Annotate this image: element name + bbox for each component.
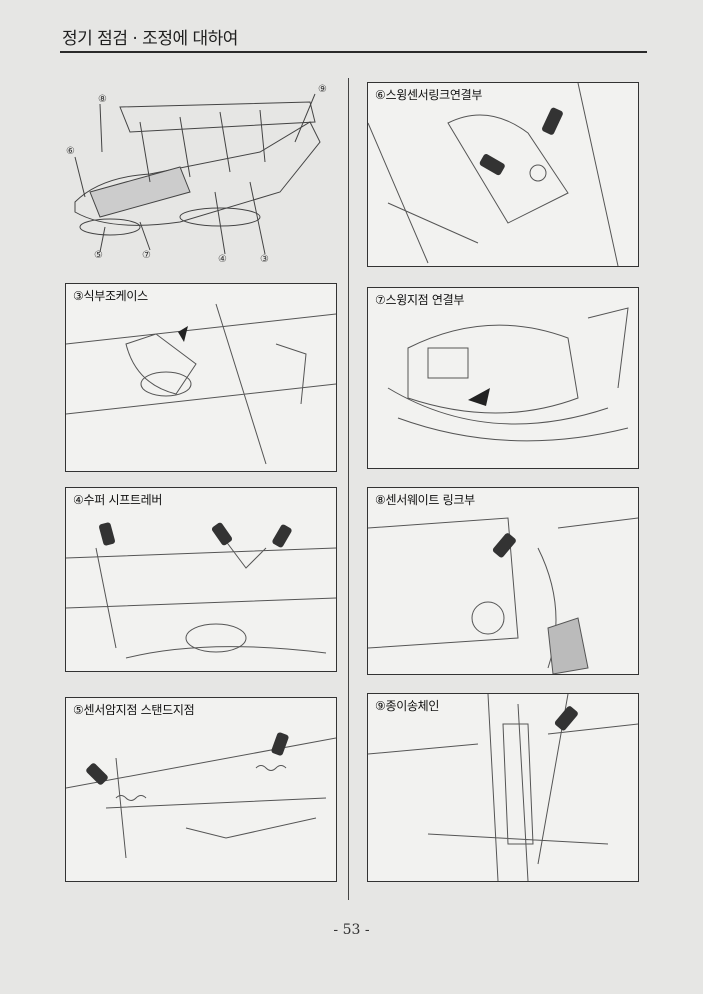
callout-label: ④ [218, 254, 227, 265]
mechanism-illustration [368, 83, 619, 266]
header-rule [60, 51, 647, 53]
mechanism-illustration [66, 303, 336, 465]
mechanism-illustration [66, 732, 336, 859]
panel-swing-sensor-link: ⑥스윙센서링크연결부 [367, 82, 639, 267]
panel-caption: ⑨종이송체인 [373, 697, 442, 714]
callout-label: ⑤ [94, 250, 103, 261]
callout-label: ⑥ [66, 146, 75, 157]
mechanism-illustration [368, 517, 638, 674]
panel-sensor-arm-pivot: ⑤센서암지점 스탠드지점 [65, 697, 337, 882]
page-title: 정기 점검 · 조정에 대하여 [62, 29, 238, 49]
machine-overview-diagram: ⑧ ⑨ ⑥ ⑤ ⑦ ④ ③ [60, 82, 335, 272]
page-number: - 53 - [333, 922, 370, 938]
panel-planting-case: ③식부조케이스 [65, 283, 337, 472]
panel-caption: ④수퍼 시프트레버 [71, 491, 165, 508]
panel-super-shift-lever: ④수퍼 시프트레버 [65, 487, 337, 672]
rice-transplanter-illustration [74, 93, 321, 255]
mechanism-illustration [387, 307, 629, 442]
mechanism-illustration [66, 522, 336, 659]
panel-caption: ③식부조케이스 [71, 287, 150, 304]
mechanism-illustration [368, 694, 638, 881]
callout-label: ⑨ [318, 84, 327, 95]
panel-swing-pivot-connection: ⑦스윙지점 연결부 [367, 287, 639, 469]
callout-label: ③ [260, 254, 269, 265]
panel-caption: ⑤센서암지점 스탠드지점 [71, 701, 197, 718]
panel-caption: ⑥스윙센서링크연결부 [373, 86, 485, 103]
panel-caption: ⑧센서웨이트 링크부 [373, 491, 477, 508]
panel-caption: ⑦스윙지점 연결부 [373, 291, 467, 308]
panel-sensor-weight-link: ⑧센서웨이트 링크부 [367, 487, 639, 675]
callout-label: ⑦ [142, 250, 151, 261]
callout-label: ⑧ [98, 94, 107, 105]
column-divider [348, 78, 349, 900]
panel-longitudinal-feed-chain: ⑨종이송체인 [367, 693, 639, 882]
